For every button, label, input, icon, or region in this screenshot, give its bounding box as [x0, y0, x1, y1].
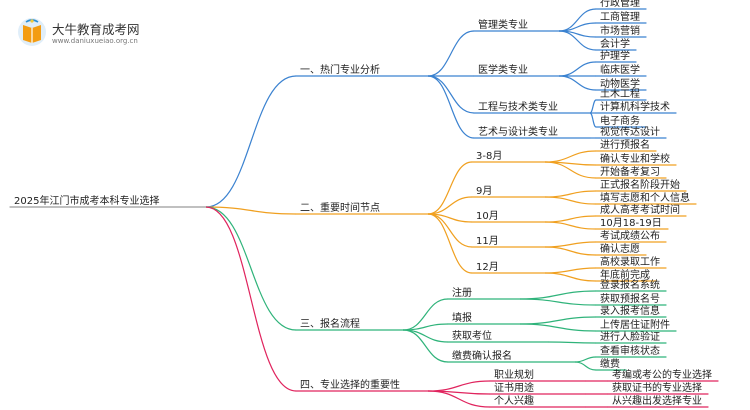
leaf-label: 正式报名阶段开始 [600, 178, 680, 191]
leaf-connector [558, 61, 597, 77]
leaf-label: 获取预报名号 [600, 292, 660, 305]
leaf-label: 获取证书的专业选择 [612, 381, 702, 394]
leaf-connector [544, 241, 597, 248]
leaf-label: 临床医学 [600, 63, 640, 76]
sub-connector [427, 196, 473, 215]
subtopic-label: 工程与技术类专业 [478, 100, 558, 113]
leaf-connector [544, 221, 597, 230]
leaf-label: 年底前完成 [600, 268, 650, 281]
leaf-label: 计算机科学技术 [600, 100, 670, 113]
subtopic-label: 11月 [476, 235, 499, 247]
sub-connector [402, 329, 449, 343]
leaf-label: 视觉传达设计 [600, 125, 660, 138]
branch-connector [205, 206, 297, 331]
sub-connector [427, 30, 475, 77]
leaf-connector [544, 190, 597, 198]
branch-label: 一、热门专业分析 [300, 63, 380, 76]
subtopic-label: 12月 [476, 261, 499, 273]
sub-connector [427, 161, 473, 215]
leaf-label: 录入报考信息 [600, 304, 660, 317]
leaf-label: 10月18-19日 [600, 217, 662, 229]
leaf-connector [519, 323, 597, 332]
branch-label: 二、重要时间节点 [300, 201, 380, 214]
subtopic-label: 缴费确认报名 [452, 349, 512, 362]
leaf-connector [558, 30, 597, 51]
leaf-connector [589, 112, 597, 128]
subtopic-label: 证书用途 [494, 381, 534, 394]
leaf-label: 开始备考复习 [600, 165, 660, 178]
sub-connector [427, 75, 475, 139]
leaf-connector [544, 161, 597, 179]
leaf-label: 进行人脸验证 [600, 330, 660, 343]
leaf-label: 工商管理 [600, 10, 640, 23]
leaf-label: 登录报名系统 [600, 278, 660, 291]
leaf-label: 确认志愿 [600, 242, 640, 255]
leaf-label: 从兴趣出发选择专业 [612, 394, 702, 407]
subtopic-label: 注册 [452, 286, 472, 299]
leaf-connector [544, 196, 597, 205]
branch-label: 四、专业选择的重要性 [300, 378, 400, 391]
leaf-label: 土木工程 [600, 87, 640, 100]
leaf-connector [574, 361, 597, 371]
subtopic-label: 医学类专业 [478, 63, 528, 76]
leaf-connector [574, 356, 597, 363]
leaf-label: 缴费 [600, 357, 620, 370]
leaf-connector [519, 316, 597, 325]
leaf-connector [519, 298, 597, 306]
sub-connector [427, 75, 475, 114]
branch-connector [205, 206, 297, 215]
leaf-connector [558, 75, 597, 91]
branch-label: 三、报名流程 [300, 317, 360, 330]
leaf-label: 电子商务 [600, 114, 640, 127]
leaf-label: 考试成绩公布 [600, 229, 660, 242]
subtopic-label: 职业规划 [494, 368, 534, 381]
site-logo: 大牛教育成考网 www.daniuxueiao.org.cn [16, 16, 216, 50]
sub-connector [427, 213, 473, 274]
leaf-label: 会计学 [600, 37, 630, 50]
site-name: 大牛教育成考网 [52, 22, 140, 37]
leaf-connector [519, 290, 597, 300]
sub-connector [427, 390, 491, 408]
leaf-connector [544, 272, 597, 282]
subtopic-label: 艺术与设计类专业 [478, 125, 558, 138]
site-url: www.daniuxueiao.org.cn [52, 37, 138, 45]
leaf-connector [544, 246, 597, 256]
leaf-connector [558, 8, 597, 32]
leaf-label: 查看审核状态 [600, 344, 660, 357]
branch-connector [205, 206, 297, 392]
leaf-connector [544, 267, 597, 274]
leaf-label: 上传居住证附件 [600, 318, 670, 331]
branch-connector [205, 75, 297, 208]
subtopic-label: 个人兴趣 [494, 394, 534, 407]
subtopic-label: 获取考位 [452, 329, 492, 342]
sub-connector [427, 380, 491, 392]
leaf-label: 行政管理 [600, 0, 640, 9]
leaf-label: 市场营销 [600, 24, 640, 37]
root-topic-label: 2025年江门市成考本科专业选择 [14, 194, 159, 207]
leaf-connector [544, 150, 597, 163]
leaf-label: 成人高考考试时间 [600, 203, 680, 216]
leaf-connector [547, 341, 597, 344]
sub-connector [402, 329, 449, 363]
subtopic-label: 管理类专业 [478, 18, 528, 31]
leaf-label: 填写志愿和个人信息 [600, 191, 690, 204]
leaf-connector [544, 215, 597, 223]
leaf-label: 确认专业和学校 [600, 152, 670, 165]
leaf-connector [589, 99, 597, 114]
leaf-label: 高校录取工作 [600, 255, 660, 268]
subtopic-label: 10月 [476, 210, 499, 222]
subtopic-label: 填报 [452, 311, 472, 324]
leaf-label: 考编或考公的专业选择 [612, 368, 712, 381]
book-logo-icon [18, 18, 46, 46]
leaf-label: 进行预报名 [600, 138, 650, 151]
sub-connector [402, 298, 449, 331]
subtopic-label: 9月 [476, 185, 492, 197]
subtopic-label: 3-8月 [476, 150, 502, 162]
leaf-label: 动物医学 [600, 77, 640, 90]
leaf-label: 护理学 [600, 49, 630, 62]
